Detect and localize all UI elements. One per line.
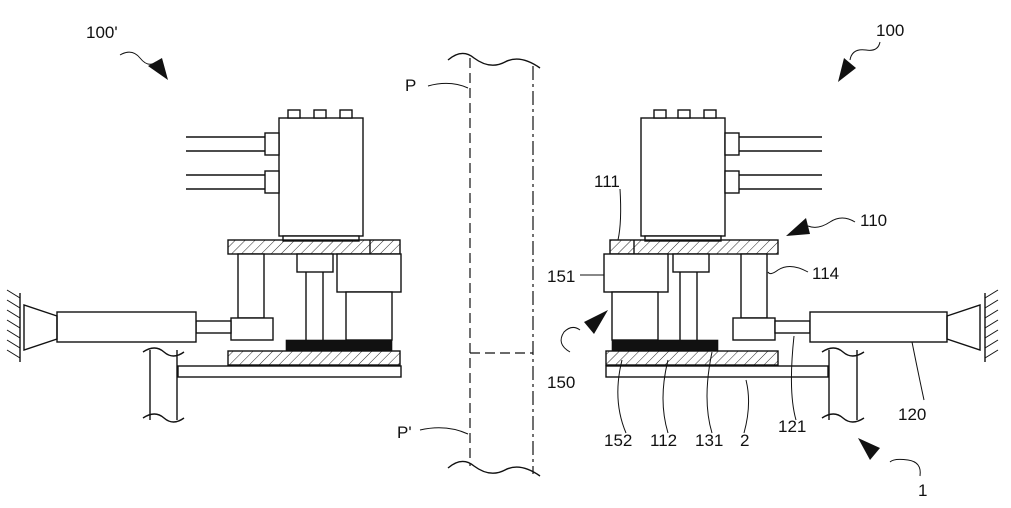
- label-120: 120: [898, 405, 926, 424]
- label-plane-p-prime: P': [397, 423, 412, 442]
- label-152: 152: [604, 431, 632, 450]
- right-assembly: [604, 110, 998, 422]
- label-151: 151: [547, 267, 575, 286]
- label-100: 100: [876, 21, 904, 40]
- leader-1-arrow: [858, 438, 920, 476]
- leader-110-arrow: [786, 218, 855, 236]
- label-plane-p: P: [405, 76, 416, 95]
- label-112: 112: [650, 431, 677, 450]
- label-1: 1: [918, 481, 927, 500]
- workpiece-outline: [448, 53, 540, 476]
- label-131: 131: [695, 431, 723, 450]
- label-2: 2: [740, 431, 749, 450]
- leader-150-arrow: [561, 310, 608, 352]
- leader-100-arrow: [838, 42, 880, 82]
- label-114: 114: [812, 264, 839, 283]
- label-150: 150: [547, 373, 575, 392]
- label-111: 111: [594, 172, 620, 191]
- plane-marker-top: [428, 83, 468, 88]
- label-121: 121: [778, 417, 806, 436]
- leader-100prime-arrow: [120, 52, 168, 80]
- label-100-prime: 100': [86, 23, 118, 42]
- left-assembly: [7, 110, 401, 422]
- plane-marker-bottom: [420, 428, 468, 434]
- label-110: 110: [860, 211, 887, 230]
